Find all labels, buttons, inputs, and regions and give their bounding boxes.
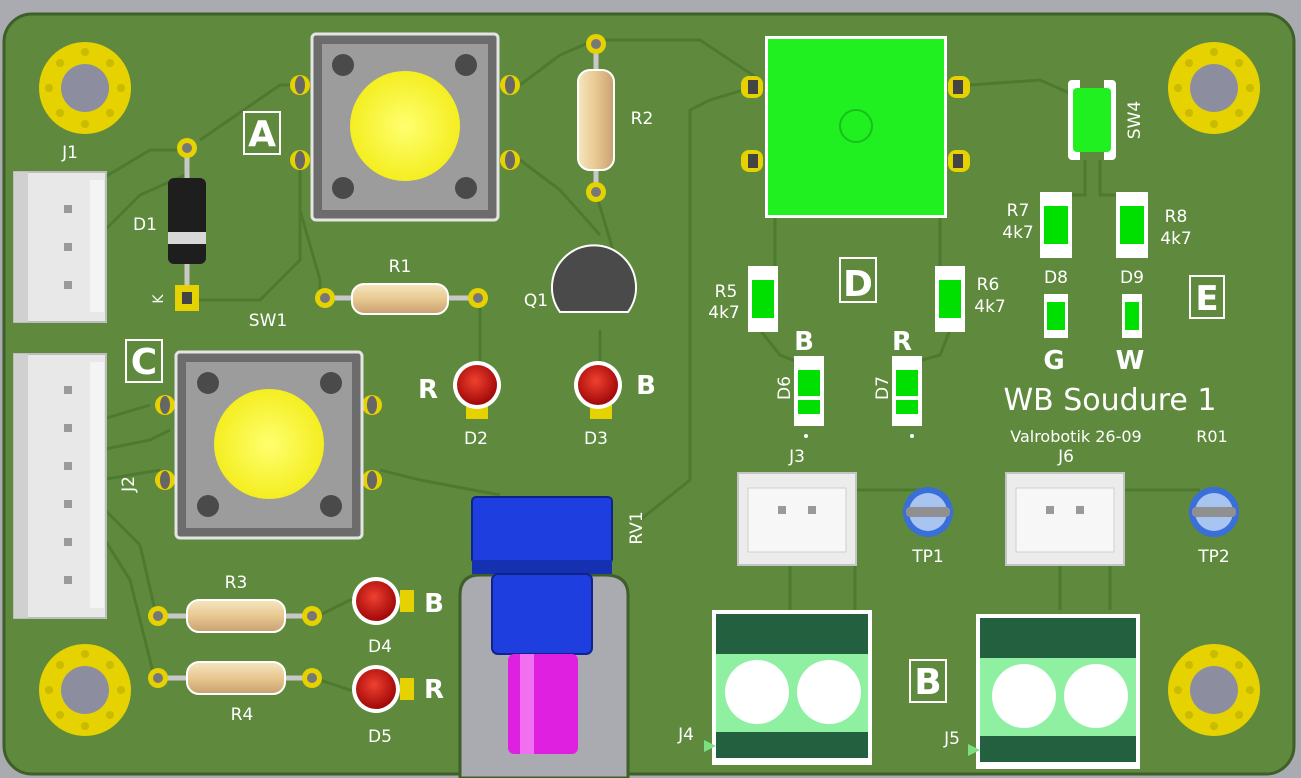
smd-d7 [892, 356, 922, 438]
transistor-q1 [551, 244, 637, 313]
label-sw1: SW1 [249, 311, 287, 331]
color-mark-d3: B [636, 371, 656, 401]
label-j2: J2 [119, 476, 139, 493]
label-r1: R1 [389, 257, 412, 277]
label-j4: J4 [677, 725, 694, 745]
smd-d6 [794, 356, 824, 438]
color-mark-d6: B [794, 327, 814, 357]
section-letter-e: E [1195, 279, 1218, 319]
color-mark-d7: R [892, 327, 912, 357]
switch-sw4 [1068, 80, 1116, 160]
resistor-r1 [315, 283, 488, 315]
color-mark-d5: R [424, 675, 444, 705]
label-d8: D8 [1044, 268, 1068, 288]
board-title: WB Soudure 1 [1003, 383, 1216, 418]
mounting-hole-br [1168, 644, 1260, 736]
section-box-e [1189, 275, 1225, 319]
smd-d9 [1122, 294, 1142, 338]
color-mark-d8: G [1043, 346, 1064, 376]
smd-d8 [1044, 294, 1068, 338]
connector-j1 [13, 171, 107, 323]
label-d7: D7 [873, 376, 893, 400]
diode-d1 [168, 138, 206, 311]
color-mark-d4: B [424, 589, 444, 619]
label-r4: R4 [231, 705, 254, 725]
board-subtitle: Valrobotik 26-09 [1010, 427, 1141, 446]
color-mark-d9: W [1116, 346, 1145, 376]
pushbutton-top [290, 32, 520, 222]
resistor-r4 [148, 661, 322, 695]
section-letter-d: D [843, 264, 873, 305]
section-letter-c: C [131, 342, 157, 383]
label-k: K [151, 294, 167, 304]
connector-j2 [13, 353, 107, 619]
label-d5: D5 [368, 727, 392, 747]
testpoint-tp2 [1189, 487, 1239, 537]
pushbutton-green [741, 36, 970, 218]
led-d4 [352, 577, 414, 625]
label-d4: D4 [368, 637, 392, 657]
smd-r5 [748, 266, 778, 332]
mounting-hole-tr [1168, 42, 1260, 134]
label-d3: D3 [584, 429, 608, 449]
smd-r6 [935, 266, 965, 332]
label-d1: D1 [133, 215, 157, 235]
connector-j3 [737, 472, 857, 566]
label-d2: D2 [464, 429, 488, 449]
label-r7: R7 [1007, 201, 1030, 221]
resistor-r2 [577, 34, 615, 202]
smd-r7 [1040, 192, 1072, 258]
terminal-j5 [968, 614, 1140, 769]
value-r8: 4k7 [1160, 229, 1191, 249]
label-r6: R6 [977, 275, 1000, 295]
label-d9: D9 [1120, 268, 1144, 288]
smd-r8 [1116, 192, 1148, 258]
pushbutton-bottom [155, 350, 382, 540]
label-j1: J1 [61, 143, 78, 163]
label-r3: R3 [225, 573, 248, 593]
value-r5: 4k7 [708, 303, 739, 323]
value-r7: 4k7 [1002, 223, 1033, 243]
value-r6: 4k7 [974, 297, 1005, 317]
mounting-hole-bl [39, 644, 131, 736]
testpoint-tp1 [903, 487, 953, 537]
section-box-c [125, 339, 163, 383]
label-rv1: RV1 [627, 511, 647, 544]
label-j3: J3 [788, 447, 805, 467]
color-mark-d2: R [418, 375, 438, 405]
led-d5 [352, 665, 414, 713]
label-d6: D6 [775, 376, 795, 400]
label-tp1: TP1 [911, 547, 943, 567]
label-r5: R5 [715, 282, 738, 302]
section-letter-b: B [914, 662, 941, 703]
potentiometer-rv1 [471, 496, 613, 754]
label-q1: Q1 [524, 291, 548, 311]
label-r2: R2 [631, 109, 654, 129]
resistor-r3 [148, 599, 322, 633]
mounting-hole-tl [39, 42, 131, 134]
section-box-b [909, 659, 947, 703]
label-r8: R8 [1165, 207, 1188, 227]
label-tp2: TP2 [1197, 547, 1229, 567]
section-box-a [243, 111, 281, 155]
connector-j6 [1005, 472, 1125, 566]
label-j6: J6 [1057, 447, 1074, 467]
label-j5: J5 [943, 729, 960, 749]
led-d2 [453, 361, 501, 419]
label-sw4: SW4 [1125, 101, 1145, 139]
terminal-j4 [704, 610, 872, 765]
section-letter-a: A [248, 114, 276, 155]
led-d3 [574, 361, 622, 419]
section-box-d [839, 257, 877, 303]
board-revision: R01 [1196, 427, 1227, 446]
